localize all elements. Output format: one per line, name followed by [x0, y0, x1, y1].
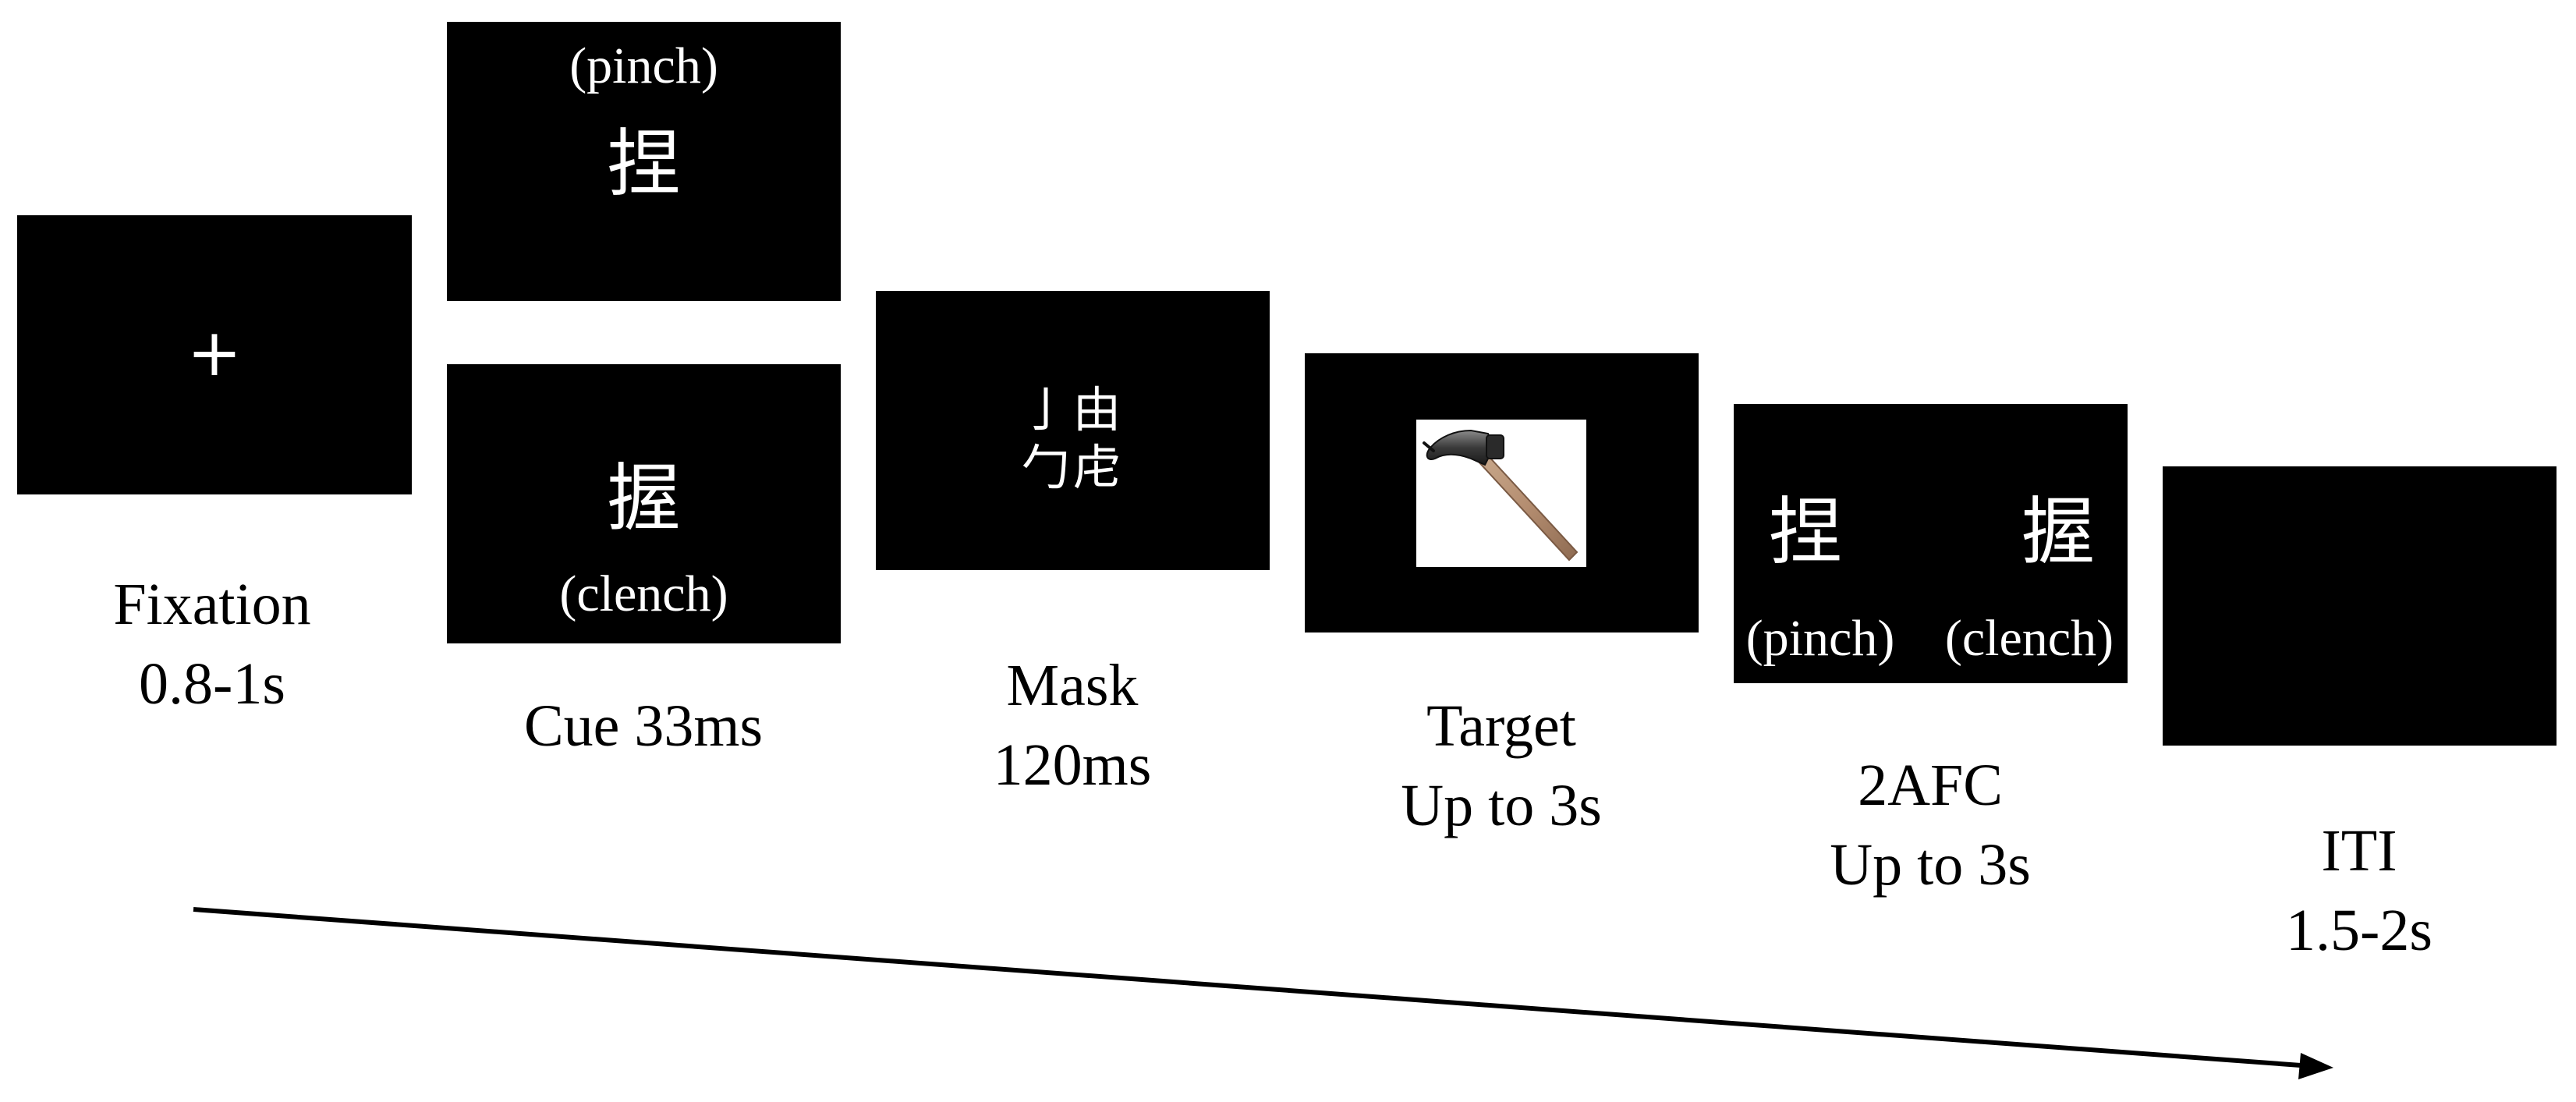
- afc-right-word: 握: [2021, 490, 2095, 575]
- fixation-duration: 0.8-1s: [139, 651, 285, 717]
- cue-screen-clench: 握 (clench): [447, 364, 841, 643]
- afc-screen: 捏 握 (pinch) (clench): [1734, 404, 2128, 683]
- afc-left-gloss: (pinch): [1745, 610, 1895, 667]
- afc-duration: Up to 3s: [1830, 832, 2031, 898]
- hammer-icon: [1423, 429, 1579, 562]
- iti-label: ITI: [2321, 818, 2397, 884]
- afc-caption: 2AFC Up to 3s: [1774, 746, 2086, 905]
- cue-clench-gloss: (clench): [559, 565, 728, 622]
- afc-label: 2AFC: [1858, 753, 2003, 818]
- mask-line-2: 勹虍: [1021, 439, 1125, 496]
- target-caption: Target Up to 3s: [1345, 686, 1657, 845]
- target-image-frame: [1416, 420, 1586, 567]
- mask-label: Mask: [1006, 653, 1139, 718]
- time-arrow-shaft: [193, 907, 2301, 1068]
- fixation-cross: +: [186, 314, 243, 391]
- fixation-caption: Fixation 0.8-1s: [56, 565, 368, 724]
- cue-pinch-word: 捏: [607, 122, 681, 207]
- time-arrow-head: [2298, 1053, 2333, 1079]
- target-duration: Up to 3s: [1401, 773, 1602, 838]
- iti-caption: ITI 1.5-2s: [2203, 811, 2515, 970]
- cue-screen-pinch: (pinch) 捏: [447, 22, 841, 301]
- mask-line-1: 亅由: [1021, 381, 1125, 438]
- mask-screen: 亅由 勹虍: [876, 291, 1270, 570]
- cue-pinch-gloss: (pinch): [569, 37, 718, 94]
- afc-right-gloss: (clench): [1944, 610, 2114, 667]
- afc-left-word: 捏: [1768, 490, 1842, 575]
- iti-screen: [2163, 466, 2557, 746]
- cue-clench-word: 握: [607, 456, 681, 541]
- fixation-label: Fixation: [113, 572, 311, 637]
- target-label: Target: [1426, 693, 1576, 759]
- iti-duration: 1.5-2s: [2286, 898, 2432, 963]
- mask-duration: 120ms: [993, 732, 1152, 798]
- cue-label: Cue 33ms: [523, 693, 764, 759]
- cue-caption: Cue 33ms: [448, 686, 838, 766]
- fixation-screen: +: [17, 215, 412, 494]
- mask-caption: Mask 120ms: [916, 646, 1228, 805]
- target-screen: [1305, 353, 1699, 632]
